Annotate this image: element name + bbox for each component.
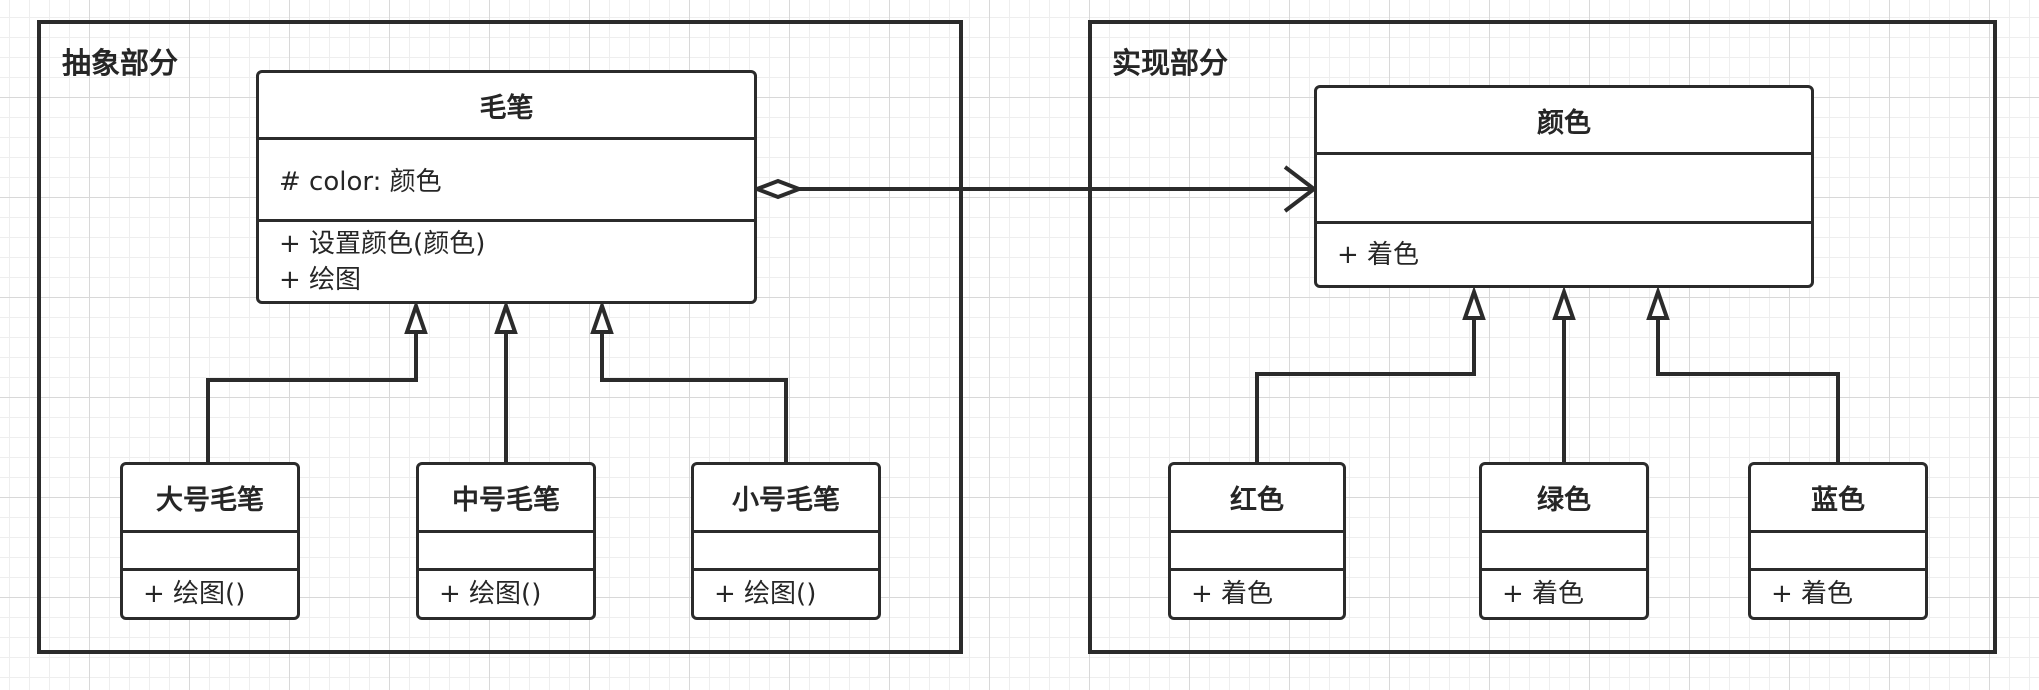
class-green-operation: + 着色: [1502, 579, 1585, 609]
class-brush-name: 毛笔: [259, 73, 754, 140]
class-blue-name: 蓝色: [1751, 465, 1925, 533]
class-color[interactable]: 颜色 + 着色: [1314, 85, 1814, 288]
class-brush-operations: + 设置颜色(颜色) + 绘图: [259, 222, 754, 301]
class-blue-operation: + 着色: [1771, 579, 1854, 609]
class-medium-brush-name: 中号毛笔: [419, 465, 593, 533]
package-implementation-title: 实现部分: [1112, 46, 1229, 80]
class-medium-brush-attributes: [419, 533, 593, 571]
class-green[interactable]: 绿色 + 着色: [1479, 462, 1649, 620]
class-medium-brush-operations: + 绘图(): [419, 571, 593, 617]
class-green-attributes: [1482, 533, 1646, 571]
class-small-brush-operations: + 绘图(): [694, 571, 878, 617]
package-abstraction-title: 抽象部分: [62, 46, 179, 80]
class-medium-brush[interactable]: 中号毛笔 + 绘图(): [416, 462, 596, 620]
package-abstraction: [37, 20, 963, 654]
class-color-name: 颜色: [1317, 88, 1811, 155]
class-large-brush-operation: + 绘图(): [143, 579, 246, 609]
class-medium-brush-operation: + 绘图(): [439, 579, 542, 609]
class-blue[interactable]: 蓝色 + 着色: [1748, 462, 1928, 620]
class-blue-attributes: [1751, 533, 1925, 571]
class-brush[interactable]: 毛笔 # color: 颜色 + 设置颜色(颜色) + 绘图: [256, 70, 757, 304]
class-color-attributes: [1317, 155, 1811, 224]
class-brush-operation: + 设置颜色(颜色): [279, 228, 486, 259]
class-small-brush-name: 小号毛笔: [694, 465, 878, 533]
class-red-operations: + 着色: [1171, 571, 1343, 617]
class-blue-operations: + 着色: [1751, 571, 1925, 617]
class-brush-attributes: # color: 颜色: [259, 140, 754, 222]
package-implementation: [1088, 20, 1997, 654]
class-small-brush[interactable]: 小号毛笔 + 绘图(): [691, 462, 881, 620]
class-large-brush-operations: + 绘图(): [123, 571, 297, 617]
class-small-brush-attributes: [694, 533, 878, 571]
class-large-brush-attributes: [123, 533, 297, 571]
class-color-operations: + 着色: [1317, 224, 1811, 285]
class-red[interactable]: 红色 + 着色: [1168, 462, 1346, 620]
class-red-operation: + 着色: [1191, 579, 1274, 609]
class-small-brush-operation: + 绘图(): [714, 579, 817, 609]
class-brush-operation: + 绘图: [279, 264, 362, 295]
class-green-name: 绿色: [1482, 465, 1646, 533]
class-brush-attribute: # color: 颜色: [279, 167, 442, 197]
class-large-brush-name: 大号毛笔: [123, 465, 297, 533]
class-red-attributes: [1171, 533, 1343, 571]
class-green-operations: + 着色: [1482, 571, 1646, 617]
class-color-operation: + 着色: [1337, 239, 1420, 270]
class-red-name: 红色: [1171, 465, 1343, 533]
class-large-brush[interactable]: 大号毛笔 + 绘图(): [120, 462, 300, 620]
